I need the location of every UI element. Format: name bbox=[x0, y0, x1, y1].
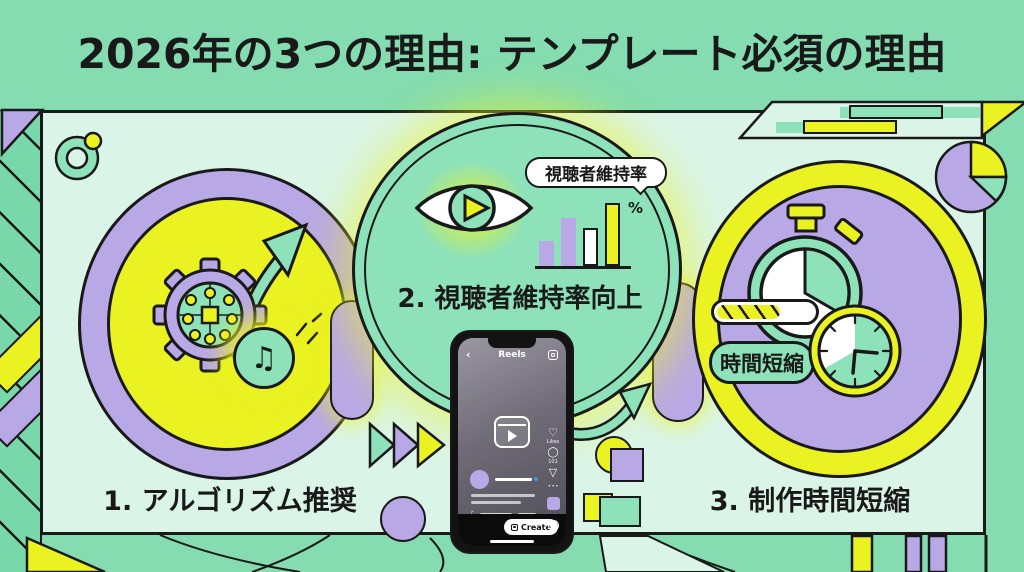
caption-line bbox=[471, 494, 535, 497]
retention-bars bbox=[539, 202, 620, 266]
reason3-circle: 時間短縮 bbox=[692, 160, 987, 478]
heart-icon[interactable]: ♡ bbox=[548, 426, 558, 439]
gallery-icon[interactable] bbox=[548, 520, 559, 531]
reason1-circle: ♫ bbox=[78, 168, 376, 480]
reason2-circle: 視聴者維持率 % 2. 視聴者維持率向上 bbox=[352, 112, 682, 427]
share-icon[interactable]: ▽ bbox=[548, 466, 558, 479]
home-indicator bbox=[490, 540, 534, 543]
spark-lines-icon bbox=[295, 312, 323, 345]
retention-chart: % bbox=[535, 199, 643, 269]
music-note-icon: ♫ bbox=[233, 327, 295, 389]
phone-header: ‹ Reels bbox=[458, 348, 566, 364]
reels-title: Reels bbox=[498, 350, 526, 360]
reason1-label: 1. アルゴリズム推奨 bbox=[103, 486, 357, 517]
reels-logo-strip bbox=[498, 424, 526, 427]
action-rail: ♡ Likes ◯ 101 ▽ ⋯ bbox=[545, 426, 561, 510]
create-label: Create bbox=[521, 522, 551, 532]
music-note-glyph: ♫ bbox=[250, 340, 278, 376]
progress-bar-fill bbox=[717, 305, 781, 319]
clock-icon bbox=[808, 304, 902, 398]
purple-circle-decoration bbox=[380, 496, 426, 542]
follow-dot bbox=[534, 477, 538, 481]
time-badge: 時間短縮 bbox=[709, 341, 815, 384]
left-stripe-decoration bbox=[0, 110, 42, 572]
fast-forward-icon bbox=[368, 421, 446, 469]
music-row-icon: ♪ bbox=[470, 510, 474, 517]
top-right-banner bbox=[738, 100, 1024, 140]
chip-core bbox=[200, 305, 220, 325]
likes-label: Likes bbox=[546, 439, 560, 445]
more-icon[interactable]: ⋯ bbox=[547, 479, 559, 492]
reason2-label: 2. 視聴者維持率向上 bbox=[397, 284, 643, 314]
chart-baseline bbox=[535, 266, 631, 269]
phone-screen: ‹ Reels ♡ Likes ◯ 101 ▽ ⋯ ♪ bbox=[458, 338, 566, 546]
eye-play-icon bbox=[414, 184, 534, 232]
comments-count: 101 bbox=[548, 459, 558, 465]
green-rect-decoration bbox=[599, 496, 641, 527]
audio-album-thumb[interactable] bbox=[546, 497, 560, 510]
phone-notch bbox=[488, 338, 536, 348]
create-camera-icon bbox=[511, 523, 518, 531]
page-title: 2026年の3つの理由: テンプレート必須の理由 bbox=[77, 30, 947, 78]
retention-badge-text: 視聴者維持率 bbox=[545, 165, 647, 185]
percent-label: % bbox=[627, 199, 643, 217]
back-icon[interactable]: ‹ bbox=[466, 348, 471, 361]
phone-bottom-bar: Create bbox=[458, 514, 566, 546]
progress-bar bbox=[711, 299, 819, 325]
retention-badge: 視聴者維持率 bbox=[525, 157, 667, 196]
reels-logo-play-icon bbox=[508, 430, 517, 442]
play-icon bbox=[463, 193, 492, 223]
bottom-decorations bbox=[25, 534, 988, 572]
camera-icon[interactable] bbox=[548, 350, 558, 360]
reason3-label: 3. 制作時間短縮 bbox=[709, 486, 911, 517]
curved-arrow-icon bbox=[572, 382, 653, 441]
pie-chart-icon bbox=[934, 140, 1008, 214]
growth-arrow-head bbox=[261, 222, 309, 279]
reels-logo bbox=[494, 416, 530, 448]
purple-square-decoration bbox=[610, 448, 644, 482]
avatar[interactable] bbox=[470, 470, 489, 489]
username-line bbox=[495, 478, 532, 481]
caption-line bbox=[471, 501, 521, 504]
atom-icon bbox=[54, 131, 103, 181]
phone-mockup: ‹ Reels ♡ Likes ◯ 101 ▽ ⋯ ♪ bbox=[450, 330, 574, 554]
comment-icon[interactable]: ◯ bbox=[547, 447, 559, 458]
corner-triangle bbox=[0, 108, 45, 158]
create-button[interactable]: Create bbox=[504, 519, 558, 535]
